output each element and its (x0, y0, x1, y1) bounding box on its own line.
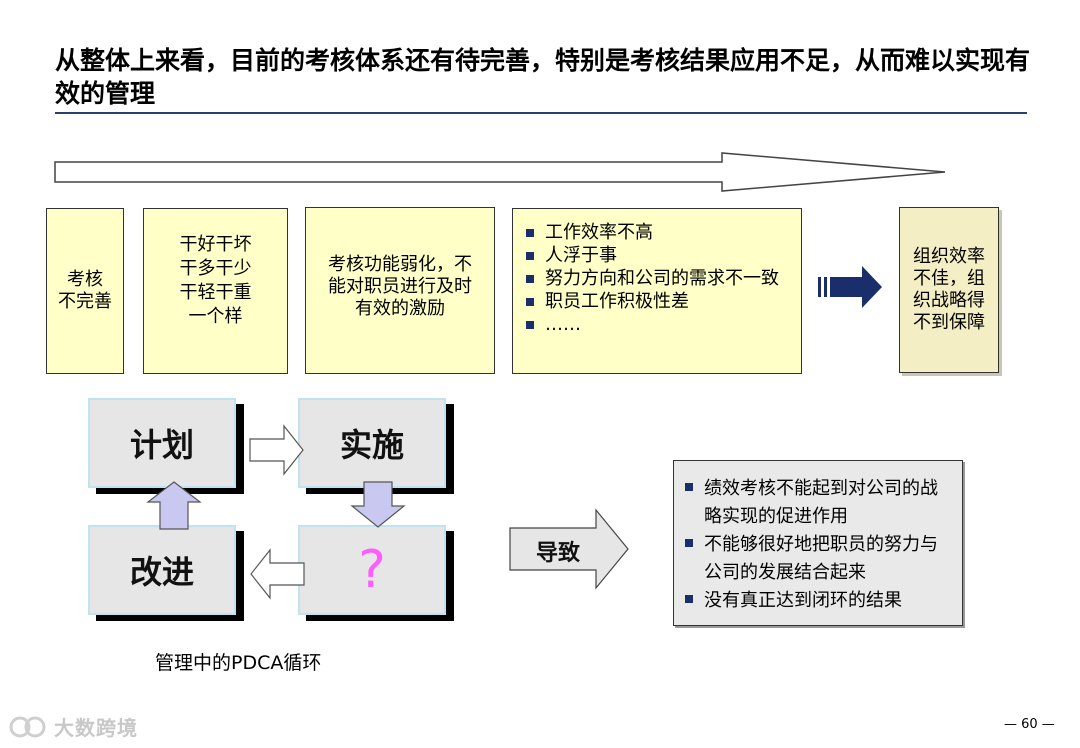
outcome-box: 组织效率 不佳，组 织战略得 不到保障 (899, 207, 999, 373)
pdca-do-box: 实施 (298, 398, 446, 488)
title-divider (55, 112, 1027, 114)
list-item: …… (525, 313, 791, 336)
flow-box-label: 干好干坏 干多干少 干轻干重 一个样 (179, 234, 252, 327)
flow-box-label: 考核功能弱化，不 能对职员进行及时 有效的激励 (328, 254, 472, 319)
watermark-text: 大数跨境 (54, 716, 138, 740)
list-item: 人浮于事 (525, 244, 791, 267)
pdca-act-box: 改进 (88, 525, 236, 615)
watermark: 大数跨境 (8, 712, 138, 741)
list-item: 没有真正达到闭环的结果 (684, 587, 954, 615)
pdca-caption: 管理中的PDCA循环 (155, 652, 322, 674)
arrow-right-icon (249, 424, 304, 476)
list-item: 不能够很好地把职员的努力与公司的发展结合起来 (684, 531, 954, 587)
pdca-plan-label: 计划 (129, 426, 194, 464)
flow-box-weak-function: 考核功能弱化，不 能对职员进行及时 有效的激励 (305, 207, 495, 374)
arrow-down-icon (350, 481, 406, 528)
question-mark-icon: ? (358, 540, 386, 600)
outcome-label: 组织效率 不佳，组 织战略得 不到保障 (913, 246, 985, 333)
result-box: 绩效考核不能起到对公司的战略实现的促进作用 不能够很好地把职员的努力与公司的发展… (673, 460, 963, 626)
lead-to-arrow (509, 508, 629, 590)
problem-list-box: 工作效率不高 人浮于事 努力方向和公司的需求不一致 职员工作积极性差 …… (512, 208, 802, 374)
right-arrow-icon (818, 266, 882, 308)
flow-box-label: 考核 不完善 (58, 269, 112, 312)
lead-to-label: 导致 (536, 541, 581, 566)
pdca-plan-box: 计划 (88, 398, 236, 488)
pdca-act-label: 改进 (129, 553, 194, 591)
list-item: 职员工作积极性差 (525, 290, 791, 313)
list-item: 努力方向和公司的需求不一致 (525, 267, 791, 290)
flow-box-assessment: 考核 不完善 (46, 208, 124, 374)
page-number: — 60 — (1004, 717, 1055, 732)
page-title: 从整体上来看，目前的考核体系还有待完善，特别是考核结果应用不足，从而难以实现有效… (55, 46, 1031, 108)
arrow-left-icon (250, 548, 305, 600)
watermark-logo-icon (9, 716, 46, 737)
timeline-arrow (54, 152, 946, 192)
list-item: 工作效率不高 (525, 221, 791, 244)
pdca-check-box: ? (298, 525, 446, 615)
pdca-do-label: 实施 (339, 426, 404, 464)
list-item: 绩效考核不能起到对公司的战略实现的促进作用 (684, 475, 954, 531)
arrow-up-icon (146, 481, 202, 530)
flow-box-same-result: 干好干坏 干多干少 干轻干重 一个样 (143, 208, 288, 374)
